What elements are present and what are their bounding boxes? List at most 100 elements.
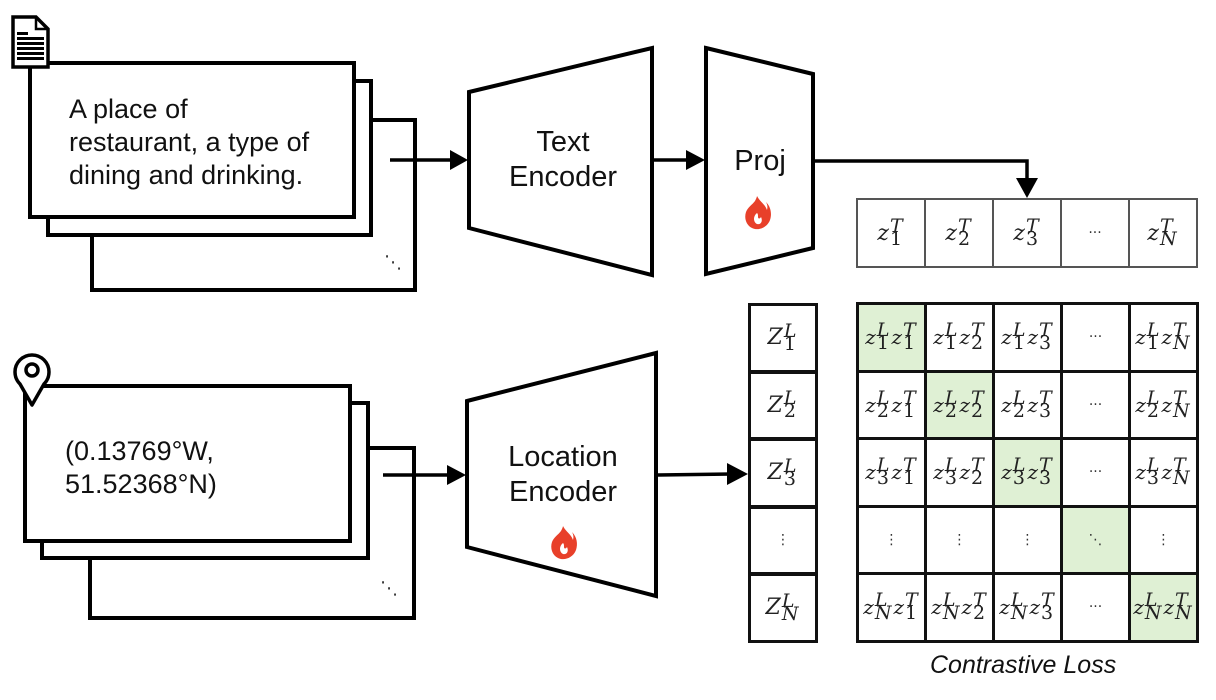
ellipsis: ⋮ <box>776 532 790 549</box>
math-superscript: L <box>942 589 956 612</box>
math-superscript: L <box>781 589 795 612</box>
text-encoder-shape <box>467 45 654 278</box>
math-subscript: 3 <box>1041 602 1054 625</box>
location-stack-ellipsis: ⋱ <box>380 578 398 599</box>
math-superscript: L <box>876 454 890 477</box>
flame-icon <box>551 526 577 560</box>
similarity-cell: ⋮ <box>992 504 1063 575</box>
math-base: Z <box>767 460 783 486</box>
math-superscript: L <box>1146 319 1160 342</box>
math-subscript: 1 <box>903 467 916 490</box>
math-superscript: T <box>971 319 984 342</box>
document-icon <box>11 15 50 69</box>
ellipsis: ··· <box>1088 329 1103 346</box>
math-subscript: 3 <box>1146 467 1159 490</box>
math-base: z <box>877 220 889 246</box>
math-base: z <box>1135 460 1146 485</box>
math-subscript: 3 <box>1012 467 1025 490</box>
similarity-cell: ··· <box>1060 437 1131 508</box>
math-superscript: T <box>957 215 971 237</box>
math-base: z <box>933 325 944 350</box>
math-superscript: L <box>1144 589 1158 612</box>
math-base: z <box>865 392 876 417</box>
math-subscript: 3 <box>1039 332 1052 355</box>
math-base: z <box>893 595 905 620</box>
similarity-cell: ⋱ <box>1060 504 1131 575</box>
math-subscript: N <box>1175 602 1192 625</box>
math-subscript: N <box>1010 602 1028 625</box>
math-superscript: L <box>876 319 890 342</box>
math-base: z <box>891 392 903 417</box>
math-superscript: L <box>1012 454 1026 477</box>
math-subscript: 2 <box>957 228 971 250</box>
math-superscript: T <box>1173 454 1186 477</box>
math-base: z <box>1001 392 1012 417</box>
math-subscript: N <box>874 602 892 625</box>
math-superscript: T <box>905 589 918 612</box>
location-embedding-cell: ⋮ <box>748 505 818 575</box>
math-base: z <box>999 595 1010 620</box>
ellipsis: ··· <box>1088 396 1103 413</box>
math-superscript: T <box>971 386 984 409</box>
math-base: Z <box>767 392 783 418</box>
math-base: z <box>959 460 971 485</box>
math-subscript: 1 <box>783 332 796 355</box>
math-subscript: N <box>942 602 960 625</box>
arrowhead-encoder-to-location-embeddings <box>727 463 748 485</box>
math-subscript: 3 <box>944 467 957 490</box>
math-subscript: 2 <box>783 400 796 423</box>
math-superscript: T <box>1159 215 1173 237</box>
math-base: z <box>945 220 957 246</box>
similarity-cell: ··· <box>1060 302 1131 373</box>
math-subscript: 1 <box>1012 332 1025 355</box>
math-superscript: T <box>1041 589 1054 612</box>
math-superscript: T <box>903 386 916 409</box>
location-encoder-label: Location Encoder <box>508 441 618 508</box>
math-subscript: N <box>1173 399 1190 422</box>
math-subscript: 1 <box>889 228 903 250</box>
arrowhead-proj-to-text-embeddings <box>1016 178 1038 198</box>
location-card-front <box>23 384 352 543</box>
math-subscript: N <box>1159 228 1177 250</box>
math-subscript: 2 <box>1012 399 1025 422</box>
math-base: z <box>1147 220 1159 246</box>
math-superscript: L <box>783 454 797 477</box>
contrastive-loss-caption: Contrastive Loss <box>930 651 1117 679</box>
math-subscript: 3 <box>1039 399 1052 422</box>
math-subscript: 3 <box>783 467 796 490</box>
math-superscript: T <box>1039 454 1052 477</box>
text-input-description: A place of restaurant, a type of dining … <box>69 94 310 190</box>
math-base: z <box>959 325 971 350</box>
math-subscript: N <box>1144 602 1162 625</box>
math-superscript: T <box>1173 386 1186 409</box>
flame-icon <box>745 196 771 230</box>
math-superscript: L <box>1146 454 1160 477</box>
arrow-encoder-to-location-embeddings <box>657 472 733 477</box>
math-superscript: T <box>889 215 903 237</box>
math-superscript: L <box>944 454 958 477</box>
math-subscript: 2 <box>971 467 984 490</box>
math-base: Z <box>767 325 783 351</box>
similarity-cell: ⋮ <box>1128 504 1199 575</box>
math-superscript: L <box>874 589 888 612</box>
math-superscript: T <box>1039 319 1052 342</box>
math-superscript: L <box>944 319 958 342</box>
math-superscript: L <box>1146 386 1160 409</box>
